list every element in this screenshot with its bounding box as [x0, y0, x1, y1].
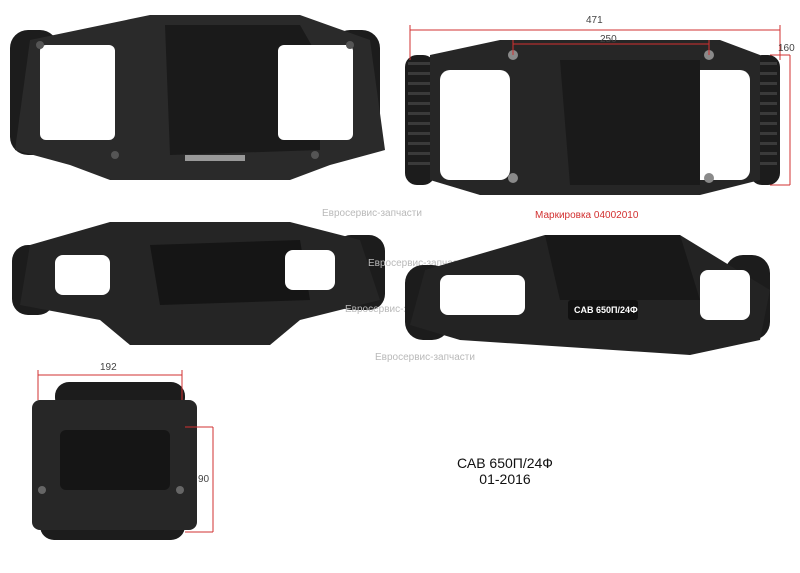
dimension-label-90: 90	[198, 474, 210, 485]
dimension-label-471: 471	[586, 15, 603, 26]
model-name: САВ 650П/24Ф	[457, 455, 553, 471]
frame-side-view	[12, 222, 385, 345]
dimension-label-192: 192	[100, 362, 117, 373]
watermark-1: Евросервис-запчасти	[322, 208, 422, 219]
frame-front-view	[32, 382, 197, 540]
dimension-lines-top	[409, 25, 791, 186]
watermark-2: Евросервис-запчасти	[368, 258, 468, 269]
watermark-4: Евросервис-запчасти	[375, 352, 475, 363]
model-date: 01-2016	[479, 471, 531, 487]
watermark-3: Евросервис-запчасти	[345, 304, 445, 315]
frame-top-view	[405, 40, 780, 195]
model-caption: САВ 650П/24Ф 01-2016	[450, 455, 560, 487]
dimension-lines-front	[37, 370, 214, 533]
plate-label: CAB 650П/24Ф	[574, 305, 638, 315]
marking-label: Маркировка 04002010	[535, 210, 639, 221]
dimension-label-160: 160	[778, 43, 795, 54]
frame-labeled-view	[405, 235, 770, 355]
dimension-label-250: 250	[600, 34, 617, 45]
frame-underside	[10, 15, 385, 180]
